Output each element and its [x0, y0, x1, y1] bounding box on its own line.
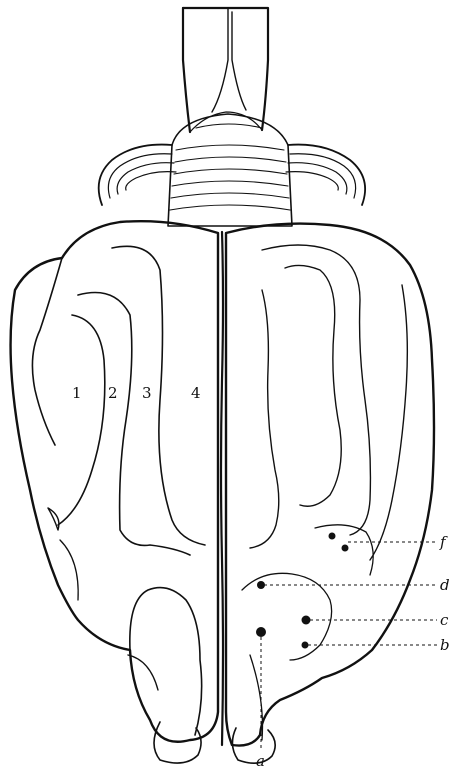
cerebellum	[99, 114, 365, 226]
gyrus-label-2: 2	[108, 384, 118, 402]
right-sulci	[242, 245, 407, 740]
point-label-a: a	[256, 752, 265, 770]
gyrus-label-3: 3	[142, 384, 152, 402]
gyrus-label-1: 1	[72, 384, 82, 402]
gyrus-label-4: 4	[191, 384, 201, 402]
point-d	[257, 581, 265, 589]
spinal-cord	[183, 8, 268, 132]
point-label-d: d	[440, 576, 450, 594]
longitudinal-fissure	[221, 232, 223, 745]
point-b	[302, 642, 309, 649]
right-hemisphere	[226, 224, 434, 746]
point-c	[302, 616, 311, 625]
point-label-c: c	[440, 611, 449, 629]
point-f-upper	[329, 533, 336, 540]
point-a	[256, 627, 266, 637]
point-f-lower	[342, 545, 349, 552]
left-hemisphere	[11, 221, 218, 742]
point-label-f: f	[439, 533, 448, 551]
stimulation-points	[256, 533, 349, 649]
left-sulci	[32, 246, 205, 690]
point-label-b: b	[440, 636, 450, 654]
